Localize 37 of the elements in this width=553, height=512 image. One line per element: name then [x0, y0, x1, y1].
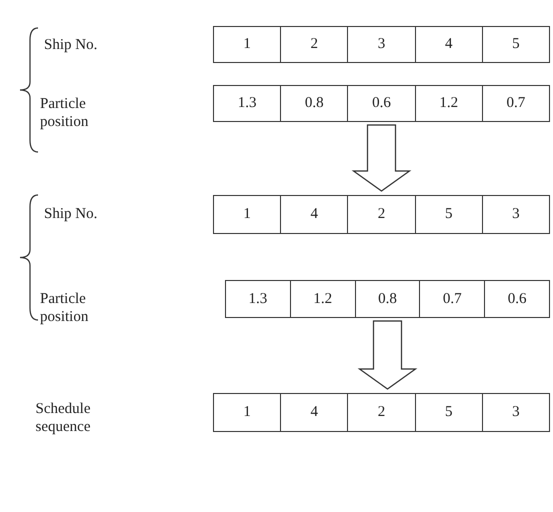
- array-cell: 4: [280, 196, 348, 233]
- array-cell: 0.8: [354, 281, 420, 317]
- array-cell: 1: [214, 27, 280, 62]
- array-cell: 1.3: [214, 86, 280, 121]
- array-cell: 0.6: [347, 86, 415, 121]
- array-cell: 2: [347, 196, 415, 233]
- hollow-arrow: [358, 320, 418, 390]
- array-row: [213, 85, 550, 122]
- array-cell: 0.8: [280, 86, 348, 121]
- row-label: Schedule sequence: [34, 400, 92, 436]
- array-row: [213, 26, 550, 63]
- array-cell: 5: [414, 394, 482, 431]
- array-cell: 0.6: [484, 281, 549, 317]
- row-label: Particle position: [40, 95, 90, 131]
- row-label: Ship No.: [44, 205, 98, 223]
- array-cell: 3: [482, 394, 550, 431]
- array-cell: 4: [414, 27, 482, 62]
- array-cell: 5: [414, 196, 482, 233]
- array-row: [225, 280, 550, 318]
- array-cell: 5: [482, 27, 550, 62]
- array-cell: 2: [280, 27, 348, 62]
- array-cell: 4: [280, 394, 348, 431]
- array-cell: 1.2: [290, 281, 355, 317]
- array-cell: 1.2: [414, 86, 482, 121]
- array-row: [213, 195, 550, 234]
- hollow-arrow: [352, 124, 412, 192]
- row-label: Ship No.: [44, 36, 98, 54]
- array-cell: 1: [214, 196, 280, 233]
- array-cell: 0.7: [482, 86, 550, 121]
- array-cell: 3: [347, 27, 415, 62]
- array-cell: 0.7: [419, 281, 484, 317]
- array-cell: 3: [482, 196, 550, 233]
- array-cell: 1: [214, 394, 280, 431]
- array-cell: 2: [347, 394, 415, 431]
- array-row: [213, 393, 550, 432]
- row-label: Particle position: [40, 290, 90, 326]
- array-cell: 1.3: [226, 281, 290, 317]
